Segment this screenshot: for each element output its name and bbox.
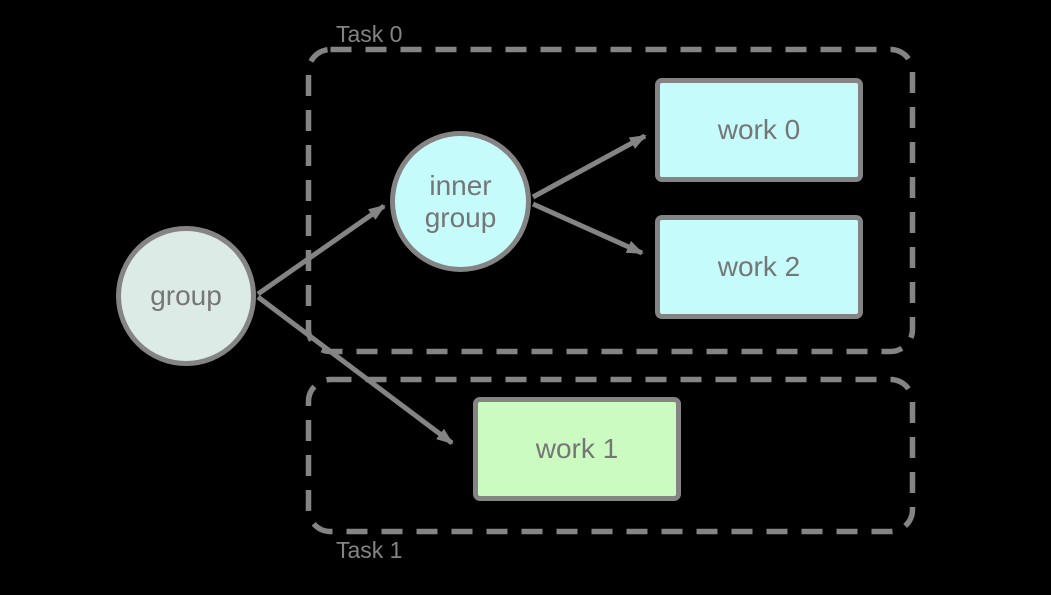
node-inner-group-label-line2: group [424, 201, 497, 233]
task1-label: Task 1 [336, 537, 403, 563]
node-inner-group-label-line1: inner [429, 169, 492, 201]
task0-label: Task 0 [336, 21, 403, 47]
task0-container-border [305, 46, 916, 355]
edge-inner-group-to-work-2 [531, 201, 644, 256]
edge-group-to-work-1 [256, 295, 454, 445]
node-group-label: group [150, 280, 222, 311]
edge-group-to-inner-group [256, 203, 386, 297]
node-work-2-label: work 2 [717, 251, 801, 282]
node-work-0: work 0 [655, 78, 863, 182]
node-work-1: work 1 [473, 397, 681, 501]
task1-container-border [305, 376, 916, 535]
node-work-1-label: work 1 [535, 433, 619, 464]
edge-inner-group-to-work-0 [531, 133, 647, 200]
node-group: group [116, 226, 256, 366]
node-work-2: work 2 [655, 215, 863, 319]
node-inner-group: inner group [390, 131, 531, 272]
node-work-0-label: work 0 [717, 114, 801, 145]
